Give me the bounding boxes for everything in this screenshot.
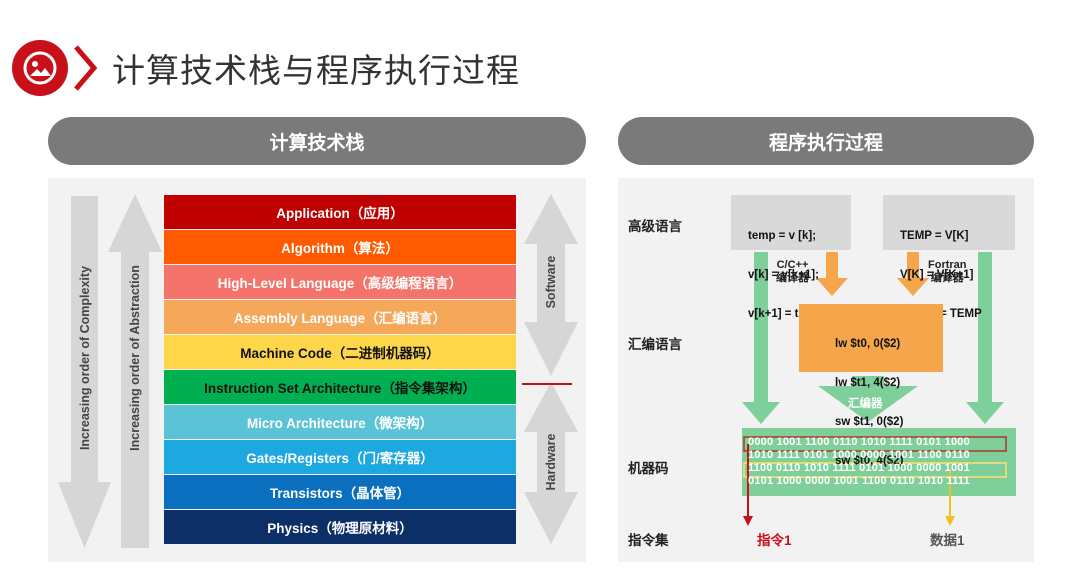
c-code-box: temp = v [k]; v[k] = v[k+1]; v[k+1] = te… bbox=[731, 195, 851, 320]
binary-line: 0101 1000 0000 1001 1100 0110 1010 1111 bbox=[748, 475, 970, 487]
layer-application: Application（应用） bbox=[164, 195, 516, 229]
layer-micro-architecture: Micro Architecture（微架构） bbox=[164, 405, 516, 439]
abstraction-arrow bbox=[108, 194, 162, 548]
layer-algorithm: Algorithm（算法） bbox=[164, 230, 516, 264]
flow-arrows bbox=[742, 252, 1016, 526]
binary-line: 1010 1111 0101 1000 0000 1001 1100 0110 bbox=[748, 449, 970, 461]
c-code-line: temp = v [k]; bbox=[748, 230, 817, 242]
title-icon bbox=[12, 40, 68, 96]
software-arrow bbox=[524, 194, 578, 376]
c-code-line: v[k] = v[k+1]; bbox=[748, 269, 819, 281]
assembly-code-box: lw $t0, 0($2) lw $t1, 4($2) sw $t1, 0($2… bbox=[799, 304, 943, 467]
binary-line: 0000 1001 1100 0110 1010 1111 0101 1000 bbox=[748, 436, 970, 448]
software-hardware-arrows bbox=[522, 194, 578, 544]
execution-header: 程序执行过程 bbox=[618, 117, 1034, 165]
image-icon bbox=[23, 51, 57, 85]
fortran-compiler-label: Fortran 编译器 bbox=[928, 259, 967, 284]
asm-line: lw $t1, 4($2) bbox=[835, 377, 901, 389]
stack-header: 计算技术栈 bbox=[48, 117, 586, 165]
layer-machine-code: Machine Code（二进制机器码） bbox=[164, 335, 516, 369]
row-label-high-level: 高级语言 bbox=[628, 219, 682, 234]
software-label: Software bbox=[544, 255, 558, 309]
abstraction-label: Increasing order of Abstraction bbox=[128, 265, 142, 451]
layer-assembly-language: Assembly Language（汇编语言） bbox=[164, 300, 516, 334]
layer-transistors: Transistors（晶体管） bbox=[164, 475, 516, 509]
row-label-isa: 指令集 bbox=[628, 533, 669, 548]
fortran-code-line: TEMP = V[K] bbox=[900, 230, 969, 242]
row-label-machine-code: 机器码 bbox=[628, 461, 669, 476]
layer-isa: Instruction Set Architecture（指令集架构） bbox=[164, 370, 516, 404]
complexity-arrow bbox=[58, 196, 111, 548]
instruction-label: 指令1 bbox=[757, 533, 792, 548]
c-compiler-label: C/C++ 编译器 bbox=[776, 259, 809, 284]
chevron-right-icon bbox=[74, 45, 98, 91]
hardware-label: Hardware bbox=[544, 433, 558, 491]
left-arrows bbox=[58, 194, 162, 548]
binary-line: 1100 0110 1010 1111 0101 1000 0000 1001 bbox=[748, 462, 970, 474]
asm-line: sw $t0, 4($2) bbox=[835, 455, 904, 467]
fortran-code-line: V[K] = V[K+1] bbox=[900, 269, 974, 281]
row-label-assembly: 汇编语言 bbox=[628, 337, 682, 352]
layer-high-level-language: High-Level Language（高级编程语言） bbox=[164, 265, 516, 299]
fortran-code-box: TEMP = V[K] V[K] = V[K+1] V[K+1] = TEMP bbox=[883, 195, 1015, 320]
assembler-label: 汇编器 bbox=[848, 398, 883, 410]
layer-gates-registers: Gates/Registers（门/寄存器） bbox=[164, 440, 516, 474]
asm-line: sw $t1, 0($2) bbox=[835, 416, 904, 428]
data-label: 数据1 bbox=[930, 533, 965, 548]
hardware-arrow bbox=[524, 382, 578, 544]
complexity-label: Increasing order of Complexity bbox=[78, 265, 92, 451]
asm-line: lw $t0, 0($2) bbox=[835, 338, 901, 350]
page-title: 计算技术栈与程序执行过程 bbox=[112, 52, 520, 89]
binary-code: 0000 1001 1100 0110 1010 1111 0101 1000 … bbox=[748, 436, 970, 488]
layer-physics: Physics（物理原材料） bbox=[164, 510, 516, 544]
